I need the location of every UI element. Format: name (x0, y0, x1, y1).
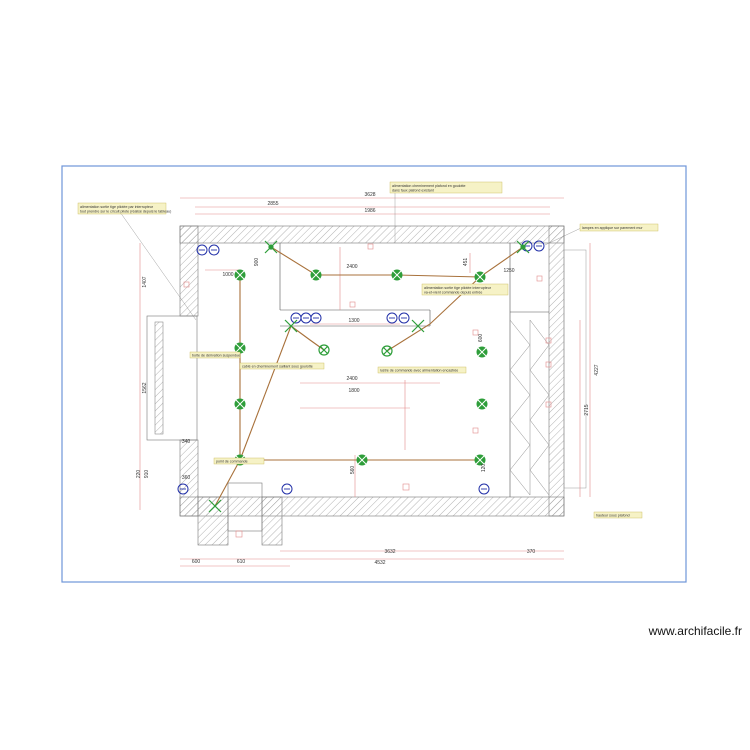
outlet-icon (177, 483, 189, 495)
note-center: cablé en cheminement saillant sous goulo… (239, 362, 325, 370)
note-line: alimentation sortie tige pilotée par int… (80, 205, 154, 209)
note-line: cablé en cheminement saillant sous goulo… (242, 365, 313, 369)
dim-overall-top: 3628 (364, 192, 375, 198)
dim-spot-900: 900 (254, 258, 260, 267)
note-line: point de commande (216, 460, 248, 464)
outlet-icon (386, 312, 398, 324)
reference-markers (183, 243, 552, 538)
ceiling-light-icon (356, 454, 368, 466)
note-line: hauteur sous plafond (596, 514, 630, 518)
ceiling-light-icon (310, 269, 322, 281)
ceiling-light-icon (391, 269, 403, 281)
dim-bottom-left-b: 610 (237, 559, 246, 565)
note-left-mid: boîte de dérivation suspendue (189, 351, 241, 359)
note-line: alimentation sortie tige pilotée interru… (424, 286, 492, 290)
dim-spot-600: 600 (478, 334, 484, 343)
ceiling-light-icon (234, 398, 246, 410)
ceiling-lights (234, 269, 488, 466)
note-line: dans faux plafond existant (392, 189, 434, 193)
wall-light-icon (208, 499, 222, 513)
note-line: lampes en applique sur parement mur (582, 226, 643, 230)
dim-bottom-right: 370 (527, 549, 536, 555)
outlet-icon (196, 244, 208, 256)
dim-spot-360: 360 (182, 475, 191, 481)
ceiling-light-icon (476, 398, 488, 410)
wall-light-icon (264, 240, 278, 254)
note-top-right: lampes en applique sur parement mur (544, 223, 659, 246)
dim-partial-top: 2855 (267, 201, 278, 207)
site-watermark[interactable]: www.archifacile.fr (648, 624, 742, 638)
outlet-icon (281, 483, 293, 495)
outlet-icon (208, 244, 220, 256)
dim-inner-2400-a: 2400 (346, 264, 357, 270)
dim-inner-2400-b: 2400 (346, 376, 357, 382)
note-line: lustre de commande avec alimentation enc… (380, 369, 458, 373)
dim-left-small-b: 220 (136, 470, 142, 479)
ceiling-light-icon (234, 342, 246, 354)
dim-spot-560: 560 (350, 466, 356, 475)
dimension-labels: 3628 2855 1986 4532 3632 370 600 610 422… (136, 192, 600, 566)
note-line: boîte de dérivation suspendue (192, 354, 240, 358)
dim-left-partial: 1562 (142, 382, 148, 393)
dim-spot-451: 451 (463, 258, 469, 267)
note-line: tout prendre sur le circuit pilote (réal… (80, 210, 171, 214)
dim-inner-1800: 1800 (348, 388, 359, 394)
note-line: alimentation cheminement plafond en goul… (392, 184, 466, 188)
outlet-icon (533, 240, 545, 252)
ceiling-light-icon (474, 271, 486, 283)
outlet-icon (300, 312, 312, 324)
ceiling-light-icon (476, 346, 488, 358)
note-center-right: alimentation sortie tige pilotée interru… (421, 283, 509, 296)
dim-left-height: 1407 (142, 276, 148, 287)
walls (146, 225, 587, 546)
ceiling-light-icon (234, 269, 246, 281)
note-left-lower: point de commande (213, 457, 265, 465)
note-top-left: alimentation sortie tige pilotée par int… (77, 202, 197, 321)
sheet-frame (61, 165, 687, 583)
outlet-icon (478, 483, 490, 495)
dim-inner-top: 1986 (364, 208, 375, 214)
note-line: va-et-vient commande depuis entrée (424, 291, 482, 295)
dim-partial-bottom: 3632 (384, 549, 395, 555)
dim-left-small-a: 910 (144, 470, 150, 479)
pendant-light-icon (381, 345, 393, 357)
dim-spot-120: 120 (481, 464, 487, 473)
dim-right-partial: 2715 (584, 404, 590, 415)
dim-bottom-left-a: 600 (192, 559, 201, 565)
note-center-lower: lustre de commande avec alimentation enc… (377, 366, 467, 374)
dim-inner-1300: 1300 (348, 318, 359, 324)
dim-overall-bottom: 4532 (374, 560, 385, 566)
wall-light-icon (284, 319, 298, 333)
dim-right-height: 4227 (594, 364, 600, 375)
pendant-light-icon (318, 344, 330, 356)
wall-lights (208, 240, 530, 513)
note-top-center: alimentation cheminement plafond en goul… (389, 181, 503, 243)
ceiling-light-icon (474, 454, 486, 466)
wardrobe-outline (509, 319, 550, 496)
outlet-icon (310, 312, 322, 324)
dim-spot-340: 340 (182, 439, 191, 445)
dim-spot-1000: 1000 (222, 272, 233, 278)
note-bottom-right: hauteur sous plafond (593, 511, 643, 519)
wall-light-icon (516, 240, 530, 254)
outlet-icon (398, 312, 410, 324)
dim-spot-1250: 1250 (503, 268, 514, 274)
dimension-lines (139, 197, 591, 567)
wall-light-icon (411, 319, 425, 333)
